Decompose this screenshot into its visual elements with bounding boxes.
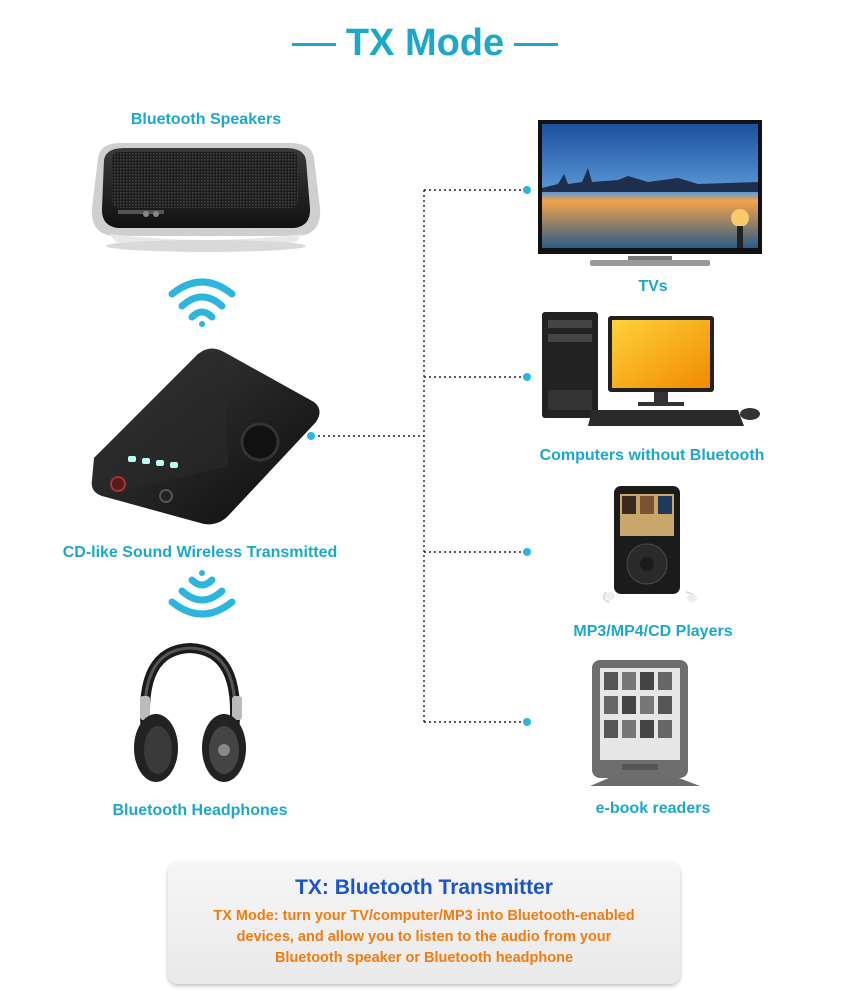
tv-label: TVs: [638, 278, 668, 295]
panel-lead: TX Mode:: [213, 908, 279, 924]
panel-text: turn your TV/computer/MP3 into Bluetooth…: [236, 908, 635, 966]
ebook-label: e-book readers: [595, 800, 711, 817]
computer-icon: [542, 312, 760, 426]
wifi-icon-top: [168, 278, 236, 327]
transmitter-label: CD-like Sound Wireless Transmitted: [62, 544, 338, 561]
panel-heading: TX: Bluetooth Transmitter: [295, 876, 553, 899]
headphones-label: Bluetooth Headphones: [112, 802, 288, 819]
speakers-label: Bluetooth Speakers: [130, 111, 282, 128]
title-text: TX Mode: [345, 22, 505, 64]
info-panel: TX: Bluetooth Transmitter TX Mode: turn …: [168, 862, 680, 984]
dot-tv: [523, 186, 531, 194]
mp3-player-icon: [602, 486, 697, 603]
headphones-icon: [134, 642, 246, 782]
tv-icon: [538, 120, 762, 266]
panel-body: TX Mode: turn your TV/computer/MP3 into …: [202, 906, 646, 969]
title-dash-left: [291, 43, 336, 47]
dot-ebook: [523, 718, 531, 726]
dot-transmitter: [307, 432, 315, 440]
ebook-reader-icon: [590, 660, 700, 786]
dot-mp3: [523, 548, 531, 556]
mp3-label: MP3/MP4/CD Players: [573, 623, 733, 640]
computer-label: Computers without Bluetooth: [539, 447, 765, 464]
speaker-icon: [91, 143, 321, 252]
page-title: TX Mode: [0, 22, 850, 65]
title-dash-right: [514, 43, 559, 47]
transmitter-icon: [91, 348, 320, 525]
dot-computer: [523, 373, 531, 381]
wifi-icon-bottom: [168, 570, 236, 618]
